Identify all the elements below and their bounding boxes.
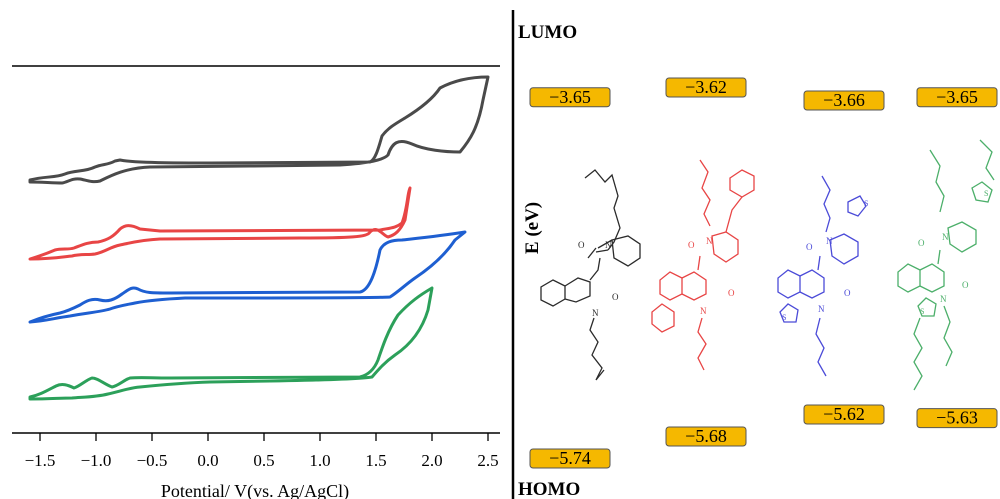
svg-text:O: O [688,240,695,250]
x-tick-label: −0.5 [137,451,168,470]
homo-chip-3 [803,404,885,425]
x-tick-label: 0.0 [197,451,218,470]
lumo-chip-1 [529,87,611,108]
cv-trace-blue [28,230,467,324]
svg-text:N: N [706,236,713,246]
x-tick-label: −1.0 [81,451,112,470]
homo-label: HOMO [518,479,580,499]
homo-value-2: −5.68 [685,426,727,446]
svg-text:S: S [920,307,924,316]
homo-value-1: −5.74 [549,448,591,468]
energy-level-diagram: LUMO HOMO E (eV) −3.65−5.74−3.62−5.68−3.… [518,22,998,499]
homo-value-3: −5.62 [823,404,865,424]
svg-text:O: O [612,292,619,302]
lumo-value-3: −3.66 [823,90,865,110]
svg-text:O: O [918,238,925,248]
svg-text:O: O [844,288,851,298]
svg-text:N: N [605,240,612,250]
lumo-chip-3 [803,90,885,111]
molecule-structure-4: S O N S N O [897,139,995,391]
x-axis-ticks: −1.5 −1.0 −0.5 0.0 0.5 1.0 1.5 2.0 2.5 [25,433,499,470]
homo-value-4: −5.63 [936,408,978,428]
x-tick-label: 2.0 [421,451,442,470]
cv-trace-green [28,286,434,401]
molecule-structure-3: S O N S N O [777,175,868,377]
x-tick-label: 1.0 [309,451,330,470]
homo-chip-1 [529,448,611,469]
x-tick-label: 0.5 [253,451,274,470]
svg-text:S: S [782,313,786,322]
homo-chip-2 [665,426,747,447]
svg-text:N: N [940,294,947,304]
energy-axis-label: E (eV) [522,202,543,254]
lumo-value-1: −3.65 [549,87,591,107]
svg-text:N: N [592,308,599,318]
svg-text:S: S [984,189,988,198]
lumo-value-2: −3.62 [685,77,727,97]
energy-chips: −3.65 −5.74 −3.62 −5.68 −3.66 −5.62 −3.65 −5.63 [529,77,998,469]
homo-chip-4 [916,408,998,429]
svg-text:N: N [942,232,949,242]
lumo-chip-2 [665,77,747,98]
svg-text:O: O [578,240,585,250]
svg-text:N: N [818,304,825,314]
svg-text:O: O [806,242,813,252]
svg-text:O: O [728,288,735,298]
x-tick-label: −1.5 [25,451,56,470]
svg-text:S: S [864,199,868,208]
lumo-chip-4 [916,87,998,108]
molecule-structure-1: O N N O [540,169,641,381]
cv-trace-red [28,186,412,261]
x-tick-label: 2.5 [477,451,498,470]
lumo-label: LUMO [518,22,577,43]
cv-plot: −1.5 −1.0 −0.5 0.0 0.5 1.0 1.5 2.0 2.5 Potential… [12,65,500,499]
molecule-structure-2: O N N O [651,159,755,371]
svg-text:O: O [962,280,969,290]
cv-trace-gray [28,75,490,185]
x-tick-label: 1.5 [365,451,386,470]
x-axis-label: Potential/ V(vs. Ag/AgCl) [161,481,349,499]
svg-text:N: N [700,306,707,316]
svg-text:N: N [826,236,833,246]
lumo-value-4: −3.65 [936,87,978,107]
